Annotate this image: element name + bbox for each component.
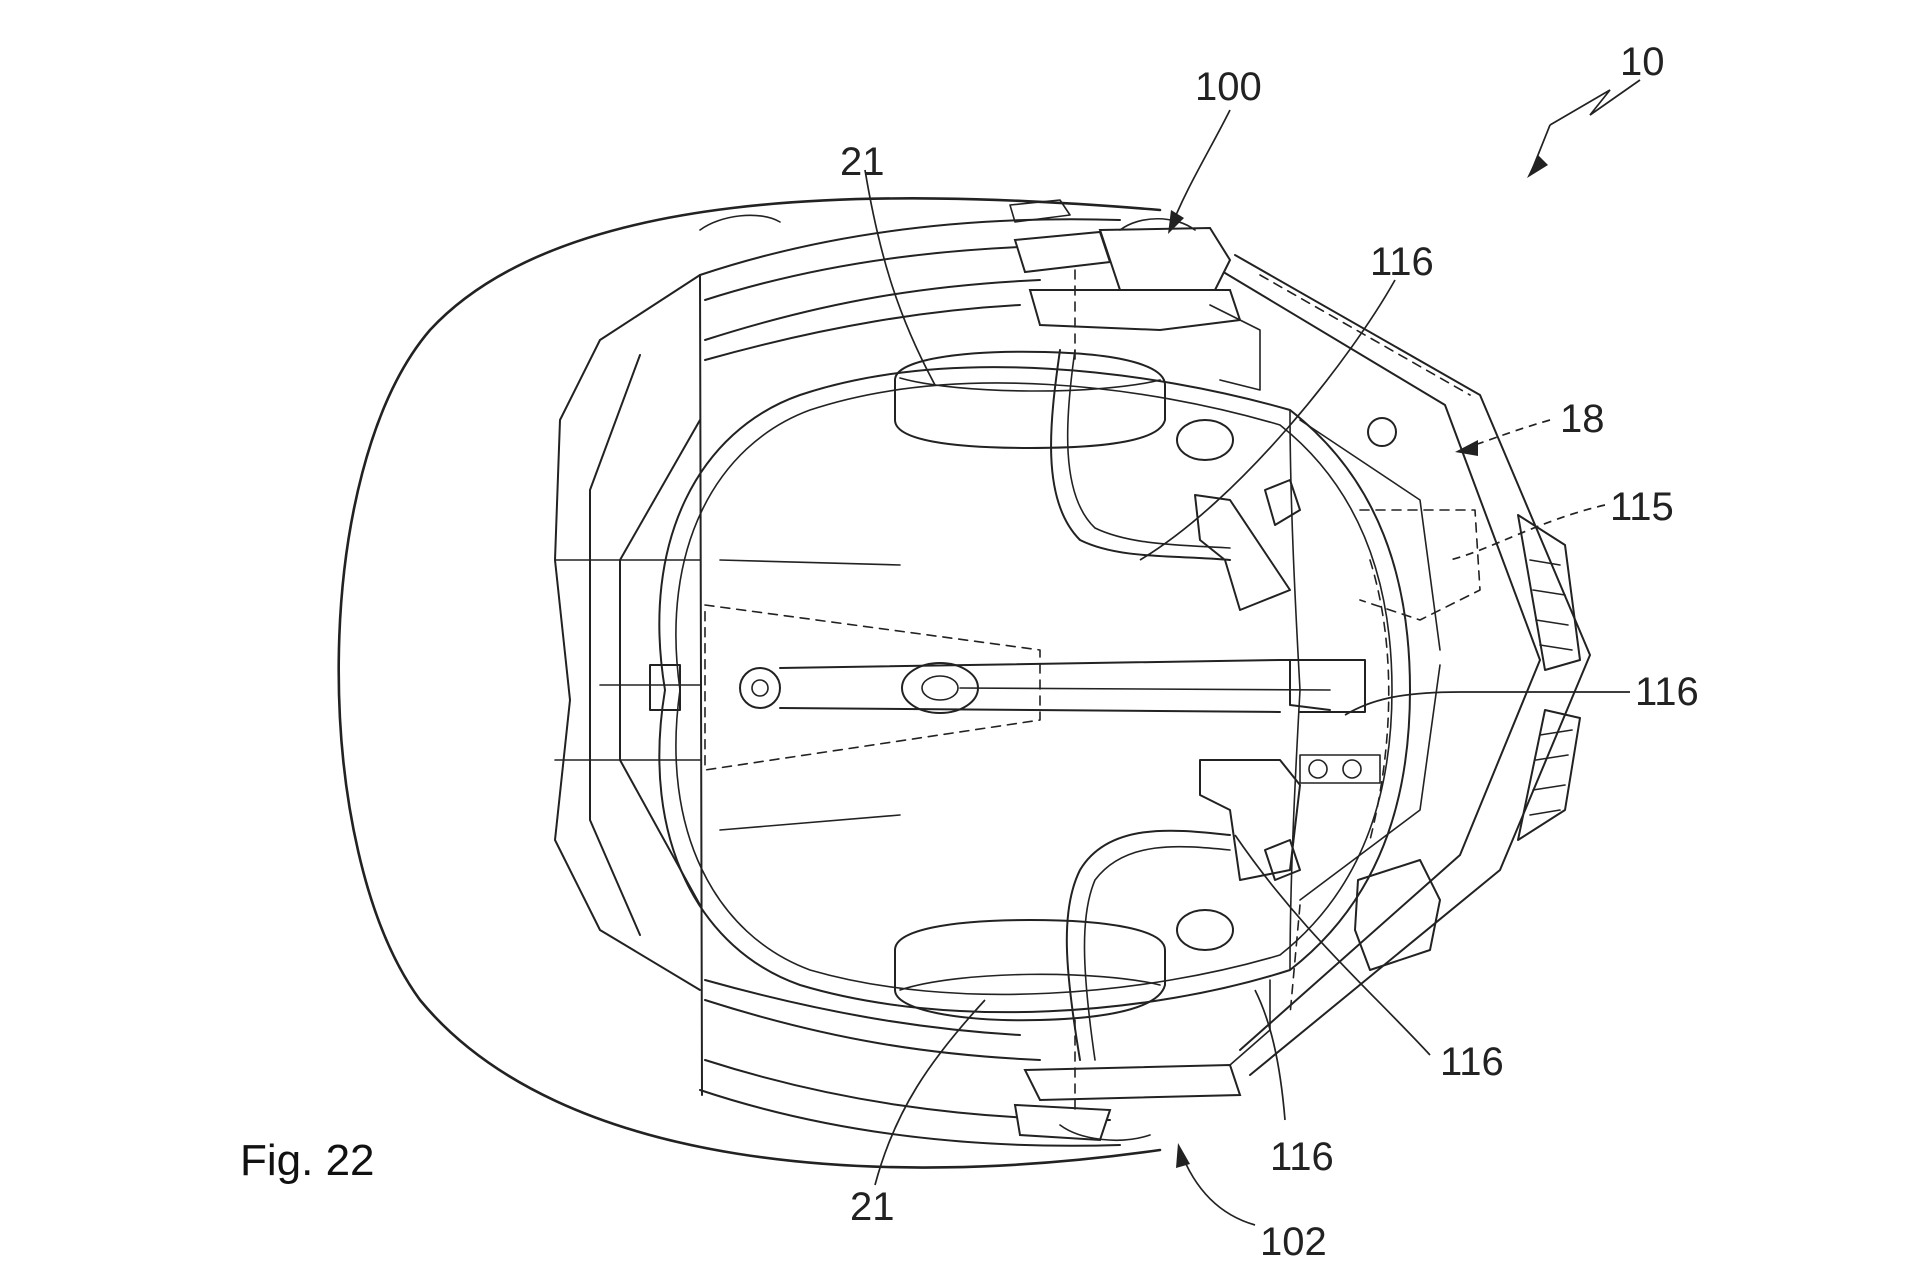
label-116-bottom: 116 (1270, 1135, 1334, 1179)
label-18: 18 (1560, 397, 1605, 441)
reference-labels: 10 100 21 116 18 115 116 116 116 21 102 … (240, 40, 1699, 1264)
label-100: 100 (1195, 65, 1262, 109)
ear-pad-top (894, 350, 1166, 449)
figure-caption: Fig. 22 (240, 1136, 375, 1185)
label-115: 115 (1610, 485, 1674, 529)
label-21-top: 21 (840, 140, 885, 184)
ear-pad-bottom (894, 919, 1166, 1022)
label-10: 10 (1620, 40, 1665, 84)
label-116-lower: 116 (1440, 1040, 1504, 1084)
helmet-shell (337, 197, 1591, 1169)
label-116-top: 116 (1370, 240, 1434, 284)
label-102: 102 (1260, 1220, 1327, 1264)
shell-left-structure (554, 274, 703, 1096)
label-21-bottom: 21 (850, 1185, 895, 1229)
leader-lines (864, 79, 1641, 1226)
strap-assembly-102 (699, 979, 1271, 1147)
center-assembly (704, 559, 1366, 831)
part-115-outline (1259, 274, 1481, 1016)
rear-vents (1517, 514, 1581, 841)
strap-assembly-100 (699, 199, 1261, 391)
label-116-right: 116 (1635, 670, 1699, 714)
cable-116 (1050, 269, 1231, 1111)
